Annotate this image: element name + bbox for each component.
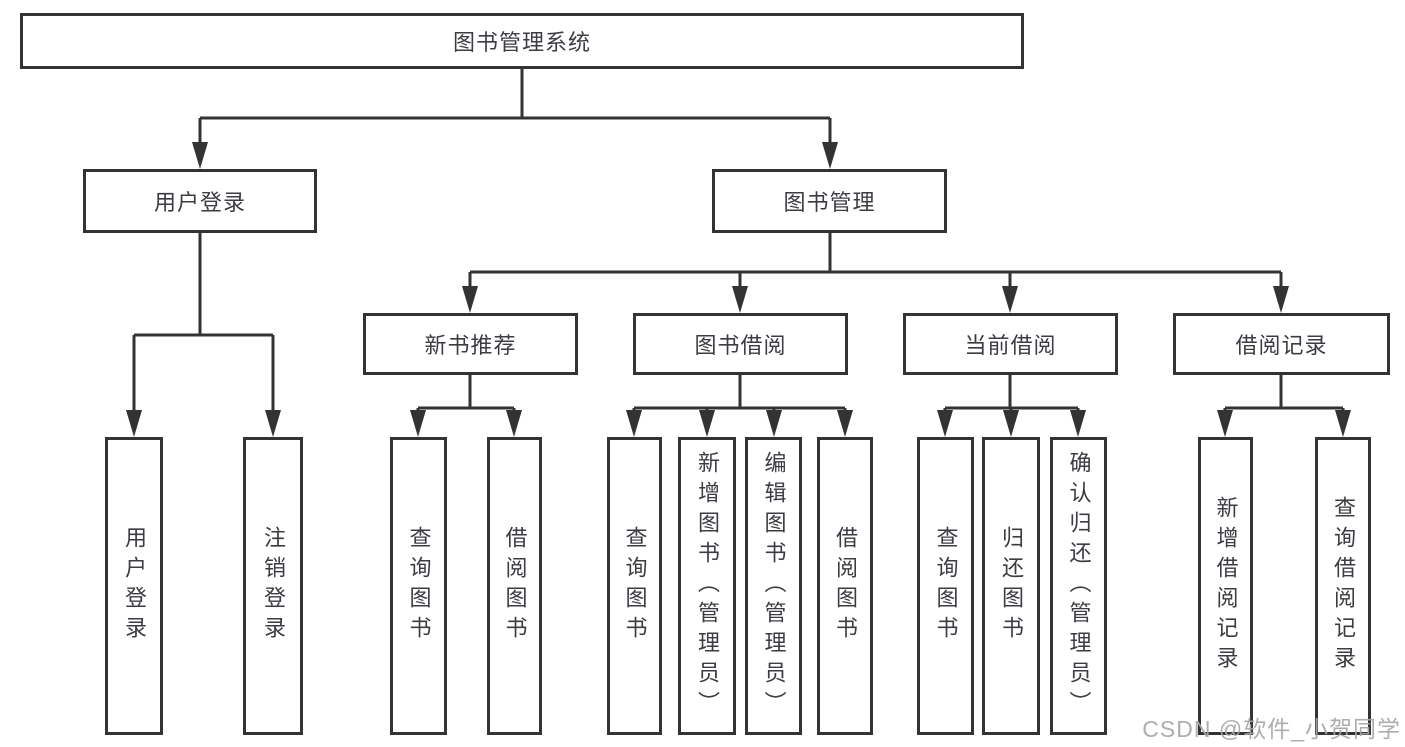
leaf-records-add-record: 新增借阅记录 (1198, 437, 1253, 735)
arrowhead (766, 410, 782, 437)
leaf-current-confirm-return-admin: 确认归还（管理员） (1050, 437, 1107, 735)
arrowhead (506, 410, 522, 437)
leaf-borrow-edit-books-admin: 编辑图书（管理员） (745, 437, 802, 735)
node-label: 归还图书 (999, 526, 1024, 646)
arrowhead (837, 410, 853, 437)
arrowhead (462, 286, 478, 313)
node-label: 当前借阅 (964, 333, 1057, 358)
node-label: 新书推荐 (424, 333, 517, 358)
node-label: 确认归还（管理员） (1066, 451, 1092, 721)
csdn-watermark: CSDN @软件_小贺同学 (1142, 716, 1401, 742)
node-borrow-records: 借阅记录 (1173, 313, 1390, 375)
leaf-current-query-books: 查询图书 (917, 437, 974, 735)
arrowhead (1335, 410, 1351, 437)
arrowhead (1217, 410, 1233, 437)
node-user-login: 用户登录 (83, 169, 317, 233)
node-new-book-recommend: 新书推荐 (363, 313, 578, 375)
arrowhead (1002, 286, 1018, 313)
node-label: 查询图书 (406, 526, 432, 646)
node-label: 图书管理 (783, 190, 876, 215)
node-label: 用户登录 (122, 526, 147, 646)
leaf-user-login: 用户登录 (105, 437, 163, 735)
node-label: 查询图书 (622, 526, 648, 646)
leaf-borrow-borrow-books: 借阅图书 (817, 437, 873, 735)
leaf-borrow-query-books: 查询图书 (607, 437, 662, 735)
node-label: 图书管理系统 (452, 30, 591, 55)
arrowhead (937, 410, 953, 437)
arrowhead (732, 286, 748, 313)
node-system-title: 图书管理系统 (20, 13, 1024, 69)
node-label: 注销登录 (261, 526, 286, 646)
leaf-borrow-add-books-admin: 新增图书（管理员） (678, 437, 736, 735)
arrowhead (699, 410, 715, 437)
leaf-recommend-borrow-books: 借阅图书 (487, 437, 542, 735)
arrowhead (822, 142, 838, 169)
node-label: 借阅图书 (502, 526, 528, 646)
node-label: 借阅记录 (1235, 333, 1328, 358)
arrowhead (626, 410, 642, 437)
leaf-recommend-query-books: 查询图书 (390, 437, 447, 735)
arrowhead (265, 410, 281, 437)
arrowhead (1003, 410, 1019, 437)
node-label: 查询借阅记录 (1331, 496, 1356, 676)
arrowhead (192, 142, 208, 169)
node-label: 查询图书 (933, 526, 959, 646)
node-label: 新增借阅记录 (1213, 496, 1239, 676)
node-book-borrow: 图书借阅 (633, 313, 848, 375)
node-book-management: 图书管理 (712, 169, 947, 233)
node-label: 编辑图书（管理员） (761, 451, 787, 721)
node-label: 图书借阅 (694, 333, 787, 358)
leaf-logout: 注销登录 (243, 437, 303, 735)
arrowheads (126, 142, 1351, 437)
node-label: 新增图书（管理员） (695, 451, 720, 721)
node-current-borrow: 当前借阅 (903, 313, 1118, 375)
arrowhead (1070, 410, 1086, 437)
leaf-current-return-books: 归还图书 (982, 437, 1040, 735)
arrowhead (410, 410, 426, 437)
arrowhead (1273, 286, 1289, 313)
node-label: 借阅图书 (833, 526, 858, 646)
arrowhead (126, 410, 142, 437)
leaf-records-query-record: 查询借阅记录 (1315, 437, 1371, 735)
node-label: 用户登录 (153, 190, 246, 215)
